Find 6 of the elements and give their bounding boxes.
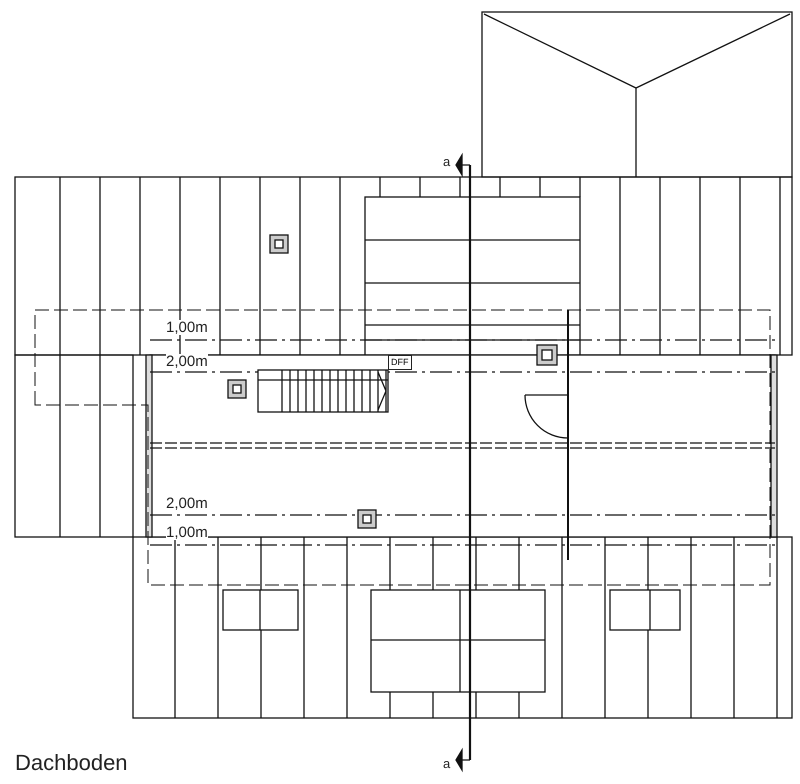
dimension-label: 2,00m — [166, 496, 208, 511]
drawing-title: Dachboden — [15, 752, 128, 774]
dimension-label: 1,00m — [166, 525, 208, 540]
dimension-label: 1,00m — [166, 320, 208, 335]
symbol-label-box: DFF — [388, 355, 412, 370]
dimension-label: 2,00m — [166, 354, 208, 369]
